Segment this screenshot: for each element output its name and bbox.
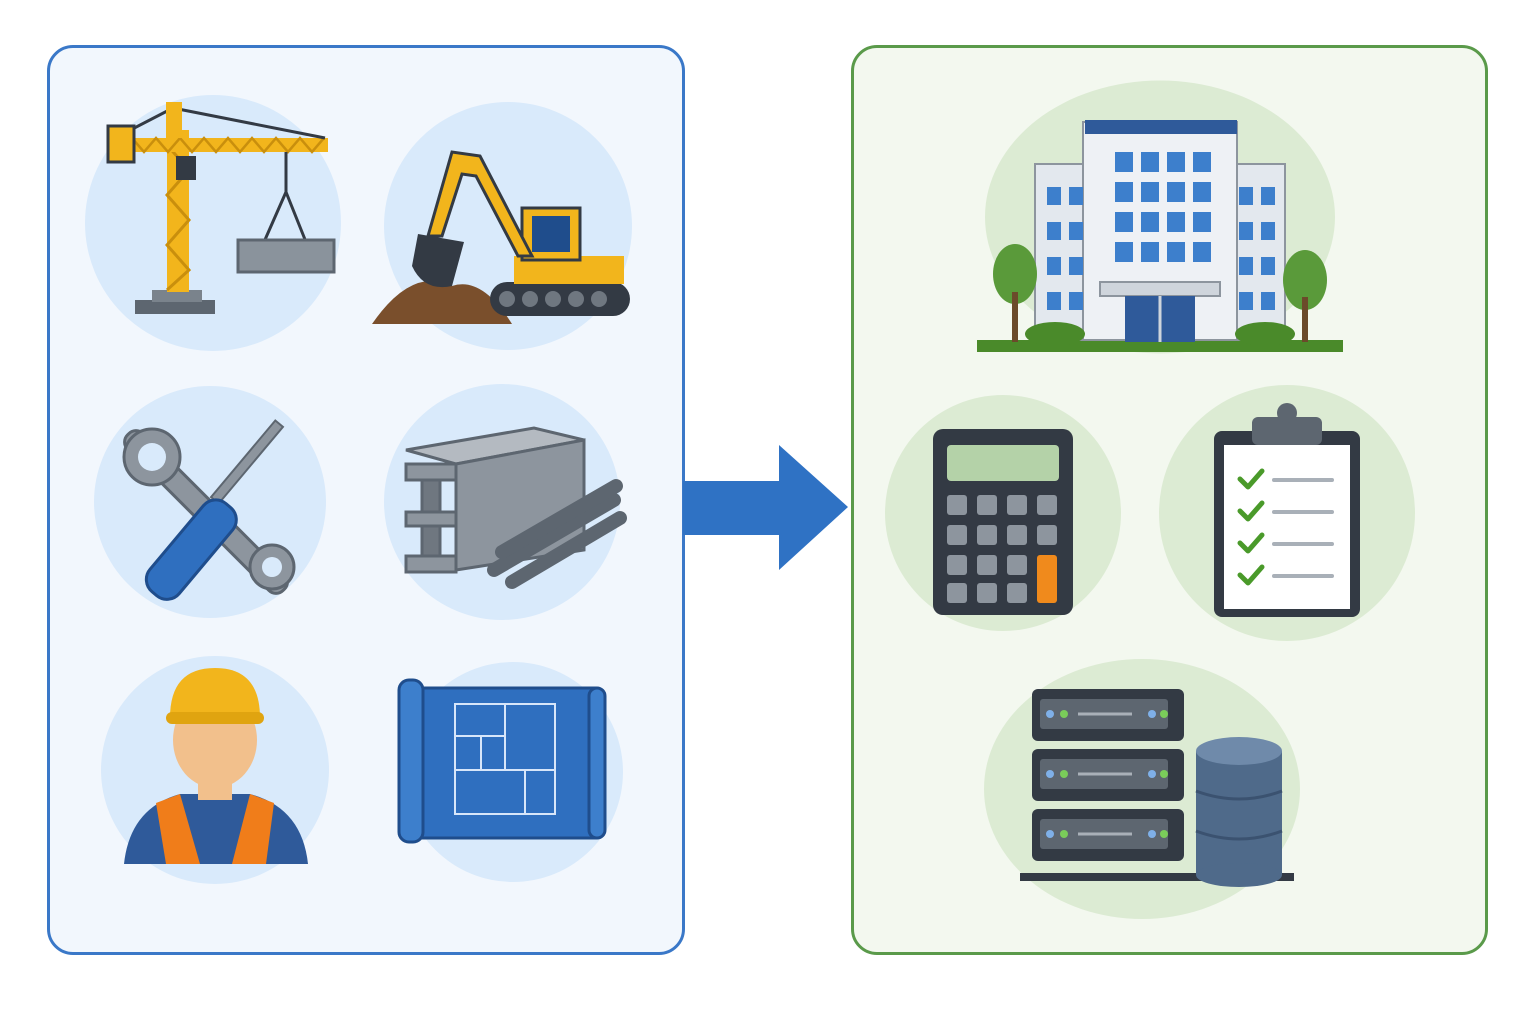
- checklist-clipboard-icon: [1159, 385, 1415, 641]
- blueprint-icon: [397, 662, 623, 882]
- excavator-icon: [372, 102, 632, 350]
- server-database-icon: [984, 659, 1300, 919]
- wrench-screwdriver-icon: [94, 386, 326, 618]
- calculator-icon: [885, 395, 1121, 631]
- tower-crane-icon: [85, 95, 341, 351]
- construction-worker-icon: [101, 656, 329, 884]
- flow-arrow: [683, 445, 848, 570]
- office-building-icon: [977, 80, 1343, 354]
- steel-beams-rebar-icon: [384, 384, 627, 620]
